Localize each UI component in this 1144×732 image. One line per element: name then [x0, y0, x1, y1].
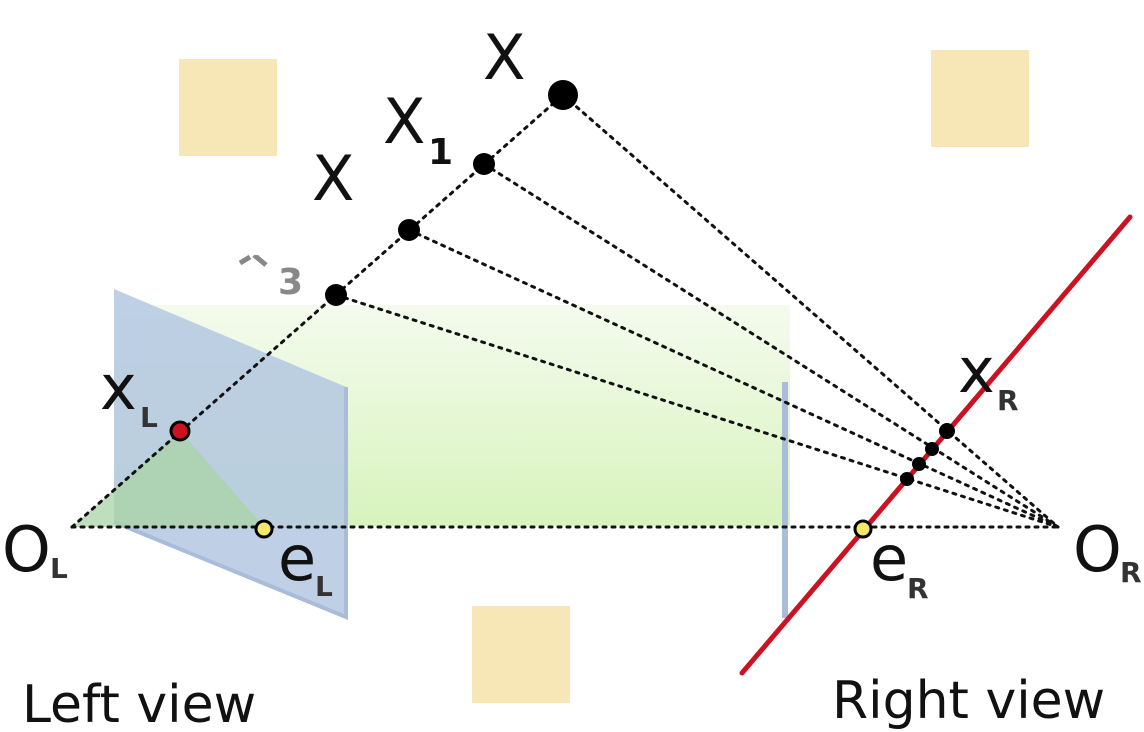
projection-rays	[70, 93, 1060, 529]
left-image-plane-edge	[113, 387, 348, 620]
left-image-plane	[114, 289, 346, 617]
label-X1: X	[383, 85, 425, 158]
label-X2-clip: X	[312, 142, 354, 215]
label-eR-subscript: R	[907, 572, 929, 605]
ray-X2-OR	[407, 228, 1060, 529]
caption-right-view: Right view	[832, 671, 1105, 731]
label-OR: O	[1073, 513, 1122, 586]
label-OL: O	[2, 513, 51, 586]
point-X	[548, 80, 578, 110]
label-xR: x	[958, 334, 995, 407]
label-OR-subscript: R	[1120, 556, 1142, 589]
ray-OL-X	[70, 93, 565, 529]
label-eR: e	[870, 522, 908, 595]
label-X3-fragment	[238, 255, 268, 267]
point-xR-2	[925, 442, 939, 456]
decorative-square-top-right	[931, 50, 1029, 147]
point-X3	[325, 284, 347, 306]
label-xR-subscript: R	[997, 384, 1019, 417]
label-xL: x	[100, 351, 137, 424]
label-eL-subscript: L	[315, 570, 333, 603]
caption-left-view: Left view	[22, 675, 256, 732]
point-X1	[473, 153, 495, 175]
ray-X3-OR	[334, 293, 1060, 529]
decorative-square-top-left	[179, 59, 277, 156]
point-xL	[169, 420, 191, 442]
decorative-square-bottom	[472, 606, 570, 703]
ray-X-OR	[561, 93, 1060, 529]
point-xR	[939, 423, 955, 439]
epipole-eR	[853, 519, 873, 539]
label-X3-subscript: 3	[278, 262, 303, 303]
label-X2: X	[312, 142, 354, 215]
right-image-plane-edge	[782, 382, 788, 618]
label-X3-clip: 3	[238, 255, 303, 303]
label-OL-subscript: L	[50, 552, 68, 585]
label-eL: e	[278, 522, 316, 595]
label-X1-subscript: 1	[428, 132, 453, 173]
point-xR-4	[900, 472, 914, 486]
point-xR-3	[912, 457, 926, 471]
ray-X1-OR	[482, 162, 1060, 529]
label-X: X	[483, 21, 525, 94]
left-epipolar-triangle	[72, 431, 264, 527]
epipole-eL	[254, 519, 274, 539]
point-X2	[398, 219, 420, 241]
label-xL-subscript: L	[140, 401, 158, 434]
